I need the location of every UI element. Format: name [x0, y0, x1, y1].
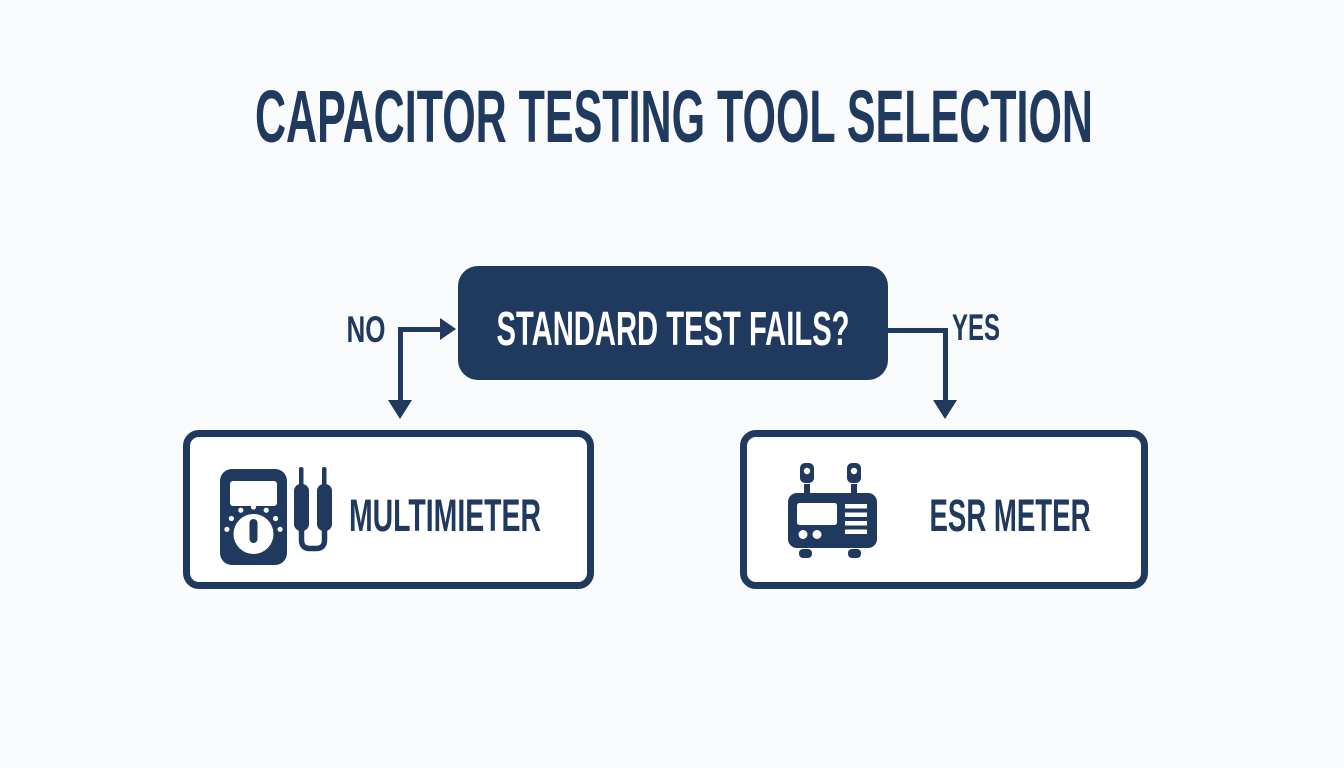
decision-label-text: STANDARD TEST FAILS? [497, 303, 850, 356]
no-branch-label-text: NO [347, 309, 386, 350]
yes-branch-label-text: YES [952, 307, 1000, 348]
yes-connector-vertical-line [943, 328, 948, 402]
esr-meter-label: ESR METER [930, 490, 1091, 541]
multimeter-label-text: MULTIMIETER [349, 490, 541, 541]
esr-meter-label-text: ESR METER [930, 490, 1091, 541]
no-branch-label: NO [347, 309, 386, 350]
no-connector-horizontal-line [398, 327, 440, 332]
no-arrow-right-icon [440, 318, 456, 340]
multimeter-node [183, 430, 594, 589]
esr-meter-node [740, 430, 1148, 589]
decision-node-standard-test-fails [458, 266, 888, 380]
yes-branch-label: YES [952, 307, 1000, 348]
page-title: CAPACITOR TESTING TOOL SELECTION [255, 75, 1093, 158]
multimeter-label: MULTIMIETER [349, 490, 541, 541]
yes-connector-horizontal-line [888, 328, 947, 333]
yes-arrow-down-icon [933, 400, 957, 419]
multimeter-icon [220, 467, 332, 565]
no-connector-vertical-line [398, 327, 403, 402]
page-title-text: CAPACITOR TESTING TOOL SELECTION [255, 75, 1093, 158]
decision-label: STANDARD TEST FAILS? [497, 303, 850, 356]
no-arrow-down-icon [388, 400, 412, 419]
esr-meter-icon [788, 463, 877, 558]
